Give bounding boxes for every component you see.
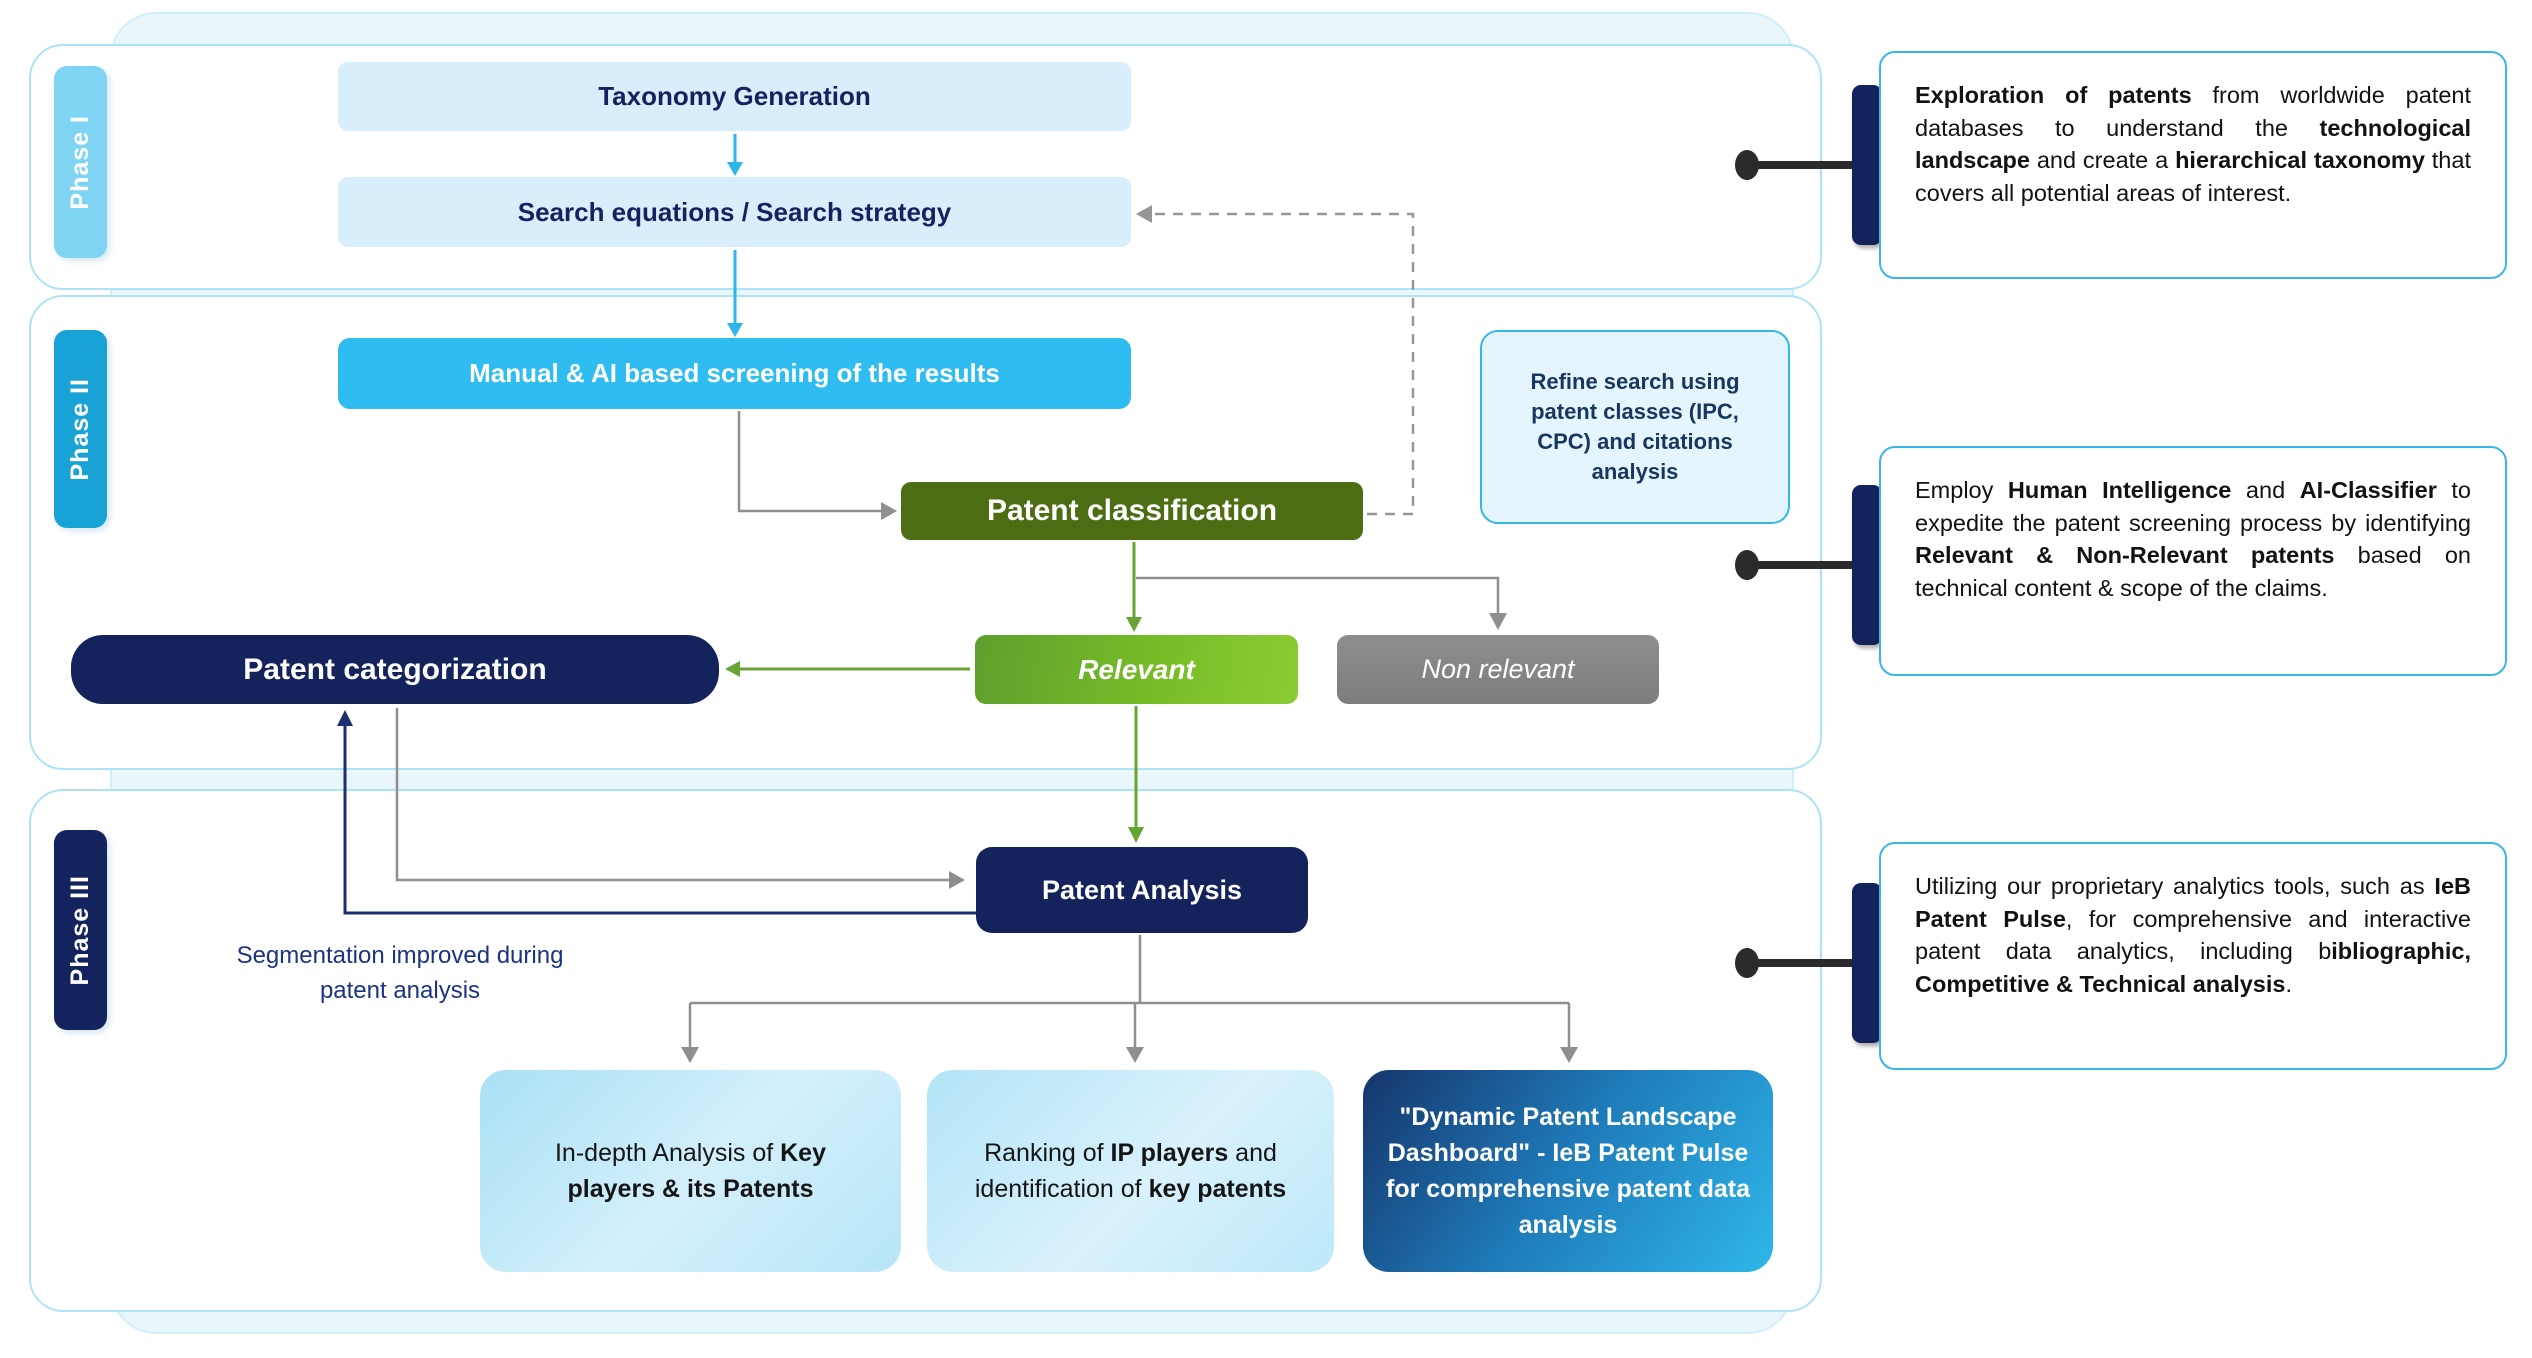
callout-phase-3-text: Utilizing our proprietary analytics tool… [1915,873,2471,997]
callout-1-accent-bar [1852,85,1882,245]
callout-phase-3-description: Utilizing our proprietary analytics tool… [1879,842,2507,1070]
node-non-relevant-label: Non relevant [1421,654,1575,684]
phase-3-label-pill: Phase III [54,830,107,1030]
callout-phase-1-text: Exploration of patents from worldwide pa… [1915,82,2471,206]
output-dashboard-text: "Dynamic Patent Landscape Dashboard" - I… [1386,1103,1750,1239]
node-search-equations: Search equations / Search strategy [338,177,1131,247]
node-patent-categorization: Patent categorization [71,635,719,704]
output-ip-players-ranking: Ranking of IP players and identification… [927,1070,1334,1272]
phase-1-label: Phase I [66,114,94,210]
callout-phase-2-description: Employ Human Intelligence and AI-Classif… [1879,446,2507,676]
callout-3-accent-bar [1852,883,1882,1043]
phase-1-label-pill: Phase I [54,66,107,258]
node-search-equations-label: Search equations / Search strategy [517,196,952,227]
callout-phase-1-description: Exploration of patents from worldwide pa… [1879,51,2507,279]
segmentation-note: Segmentation improved during patent anal… [236,942,564,1004]
node-taxonomy-generation: Taxonomy Generation [338,62,1131,131]
node-screening-label: Manual & AI based screening of the resul… [469,358,1000,388]
node-patent-classification: Patent classification [901,482,1363,540]
node-patent-analysis: Patent Analysis [976,847,1308,933]
node-taxonomy-generation-label: Taxonomy Generation [598,81,871,111]
output-key-players-analysis-text: In-depth Analysis of Key players & its P… [554,1139,826,1203]
node-relevant: Relevant [975,635,1298,704]
phase-3-label: Phase III [66,874,94,986]
node-patent-categorization-label: Patent categorization [243,652,547,686]
phase-2-label-pill: Phase II [54,330,107,528]
node-patent-analysis-label: Patent Analysis [1041,874,1243,905]
node-non-relevant: Non relevant [1337,635,1659,704]
node-refine-search: Refine search using patent classes (IPC,… [1480,330,1790,524]
callout-phase-2-text: Employ Human Intelligence and AI-Classif… [1915,477,2471,601]
node-patent-classification-label: Patent classification [986,494,1278,527]
node-refine-search-label: Refine search using patent classes (IPC,… [1530,369,1740,484]
node-relevant-label: Relevant [1078,653,1195,685]
node-screening: Manual & AI based screening of the resul… [338,338,1131,409]
output-key-players-analysis: In-depth Analysis of Key players & its P… [480,1070,901,1272]
callout-2-accent-bar [1852,485,1882,645]
output-ip-players-ranking-text: Ranking of IP players and identification… [974,1139,1287,1203]
phase-2-label: Phase II [66,377,94,481]
output-dashboard: "Dynamic Patent Landscape Dashboard" - I… [1363,1070,1773,1272]
